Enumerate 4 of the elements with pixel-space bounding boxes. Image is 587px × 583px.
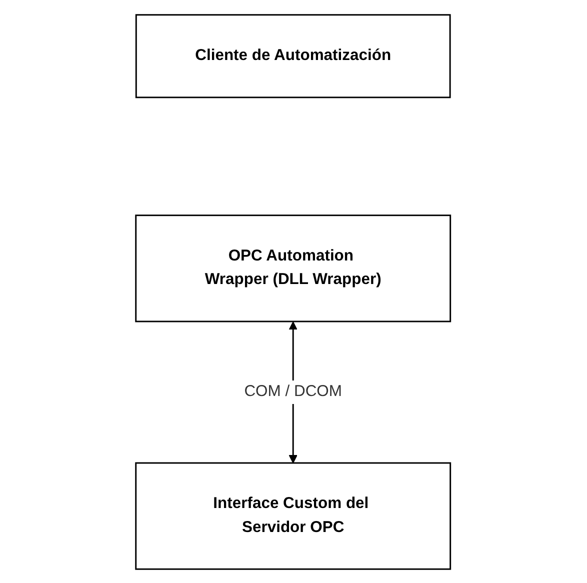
node-box: Interface Custom del Servidor OPC — [136, 462, 452, 570]
edge-label: COM / DCOM — [244, 382, 342, 400]
node-box: Cliente de Automatización — [136, 14, 452, 98]
node-box: OPC Automation Wrapper (DLL Wrapper) — [136, 214, 452, 322]
